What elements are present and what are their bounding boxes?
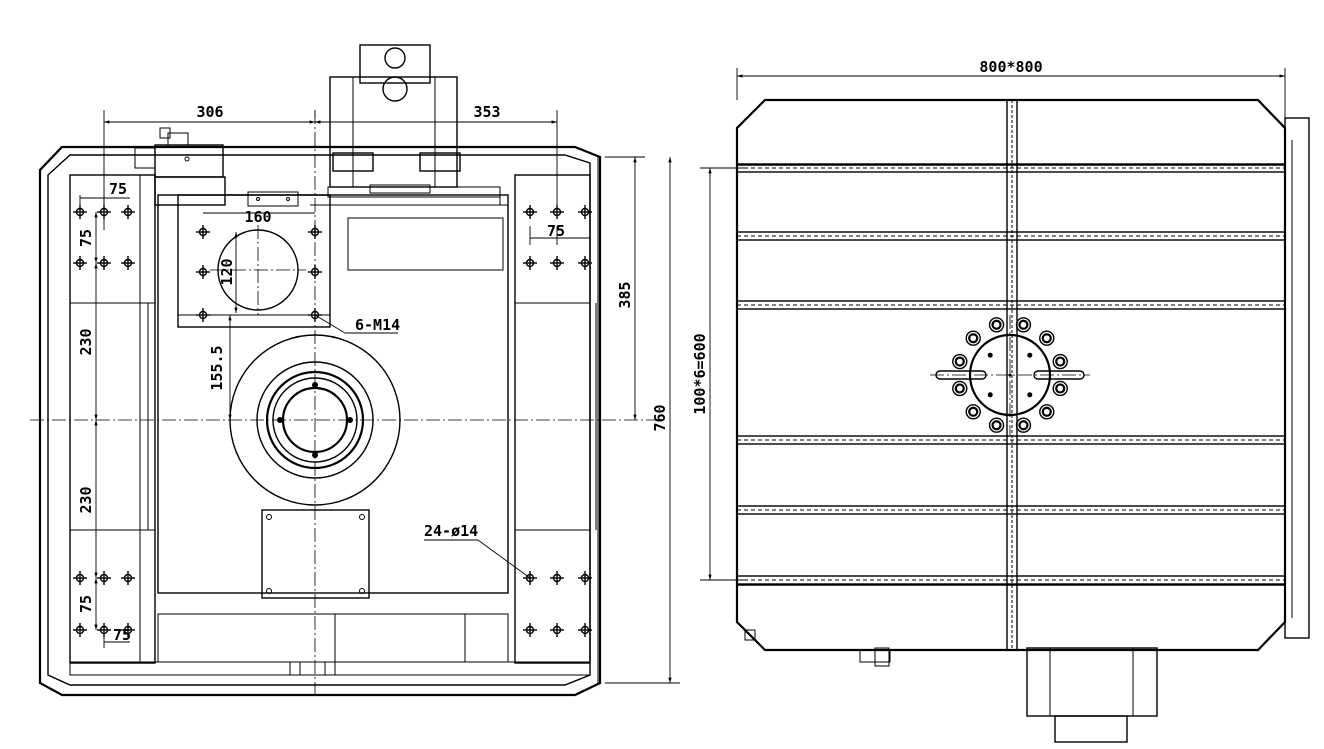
centerlines [30,110,660,695]
clamp-bolt [1015,417,1032,433]
clamp-bolt [1039,404,1055,420]
side-flange [1284,117,1310,639]
clamp-bolt [965,330,981,346]
inner-pin [1027,352,1033,358]
dim-120: 120 [218,258,236,285]
mounting-hole [121,623,135,637]
dim-75-vert-bottom-left: 75 [77,595,95,613]
dim-800x800: 800*800 [979,58,1042,76]
mounting-hole [523,623,537,637]
mounting-hole [578,571,592,585]
mounting-hole [523,205,537,219]
dimensions: 306 353 75 75 160 120 75 [77,103,680,684]
inner-pin [987,392,993,398]
mounting-hole [308,265,322,279]
mounting-hole [97,571,111,585]
mounting-hole [73,571,87,585]
callout-24-holes: 24-ø14 [424,522,478,540]
dim-760: 760 [651,404,669,431]
t-slot [736,300,1286,310]
clamp-bolt [952,353,968,370]
dim-75-vert-top-left: 75 [77,229,95,247]
center-clamp [930,315,1090,435]
left-column [69,174,156,664]
clamp-bolt [1015,317,1032,333]
mounting-hole [578,256,592,270]
mounting-hole [550,571,564,585]
left-view: 306 353 75 75 160 120 75 [30,44,680,697]
clamp-bolt [988,317,1005,333]
mounting-hole [308,225,322,239]
dim-230-a: 230 [77,328,95,355]
mounting-hole [550,623,564,637]
center-body [69,194,591,676]
mounting-hole [196,225,210,239]
lower-plate [261,509,370,599]
clamp-bolt [1039,330,1055,346]
mounting-hole [196,265,210,279]
mounting-hole [523,256,537,270]
clamp-bolt [1052,380,1068,397]
base-outline [38,145,602,697]
valve-box [134,127,299,207]
dim-75-right: 75 [547,222,565,240]
dim-385: 385 [616,281,634,308]
clamp-bolt [1052,353,1068,370]
bottom-housing [744,629,1158,743]
clamp-bolts [952,317,1068,433]
mounting-hole [196,308,210,322]
mounting-hole [121,256,135,270]
inner-pin [987,352,993,358]
top-actuator [310,44,508,206]
t-slot [736,231,1286,241]
mounting-hole [578,623,592,637]
dim-306: 306 [196,103,223,121]
right-dimensions: 800*800 100*6=600 [691,58,1286,581]
mounting-hole [97,256,111,270]
mounting-hole [578,205,592,219]
dim-353: 353 [473,103,500,121]
right-view: 800*800 100*6=600 [691,58,1310,743]
dim-230-b: 230 [77,486,95,513]
mounting-hole [121,205,135,219]
clamp-bolt [952,380,968,397]
t-slot [736,505,1286,515]
dim-155-5: 155.5 [208,345,226,390]
dim-160: 160 [244,208,271,226]
t-slot [736,575,1286,585]
dim-100x6-600: 100*6=600 [691,333,709,414]
mounting-holes [73,205,592,637]
dim-75-bottom-left: 75 [113,626,131,644]
clamp-bolt [965,404,981,420]
mounting-hole [73,256,87,270]
dim-75-top-left: 75 [109,180,127,198]
clamp-bolt [988,417,1005,433]
t-slot [736,435,1286,445]
mounting-hole [121,571,135,585]
inner-pin [1027,392,1033,398]
mounting-hole [550,256,564,270]
mounting-hole [73,623,87,637]
callout-6-m14: 6-M14 [355,316,400,334]
